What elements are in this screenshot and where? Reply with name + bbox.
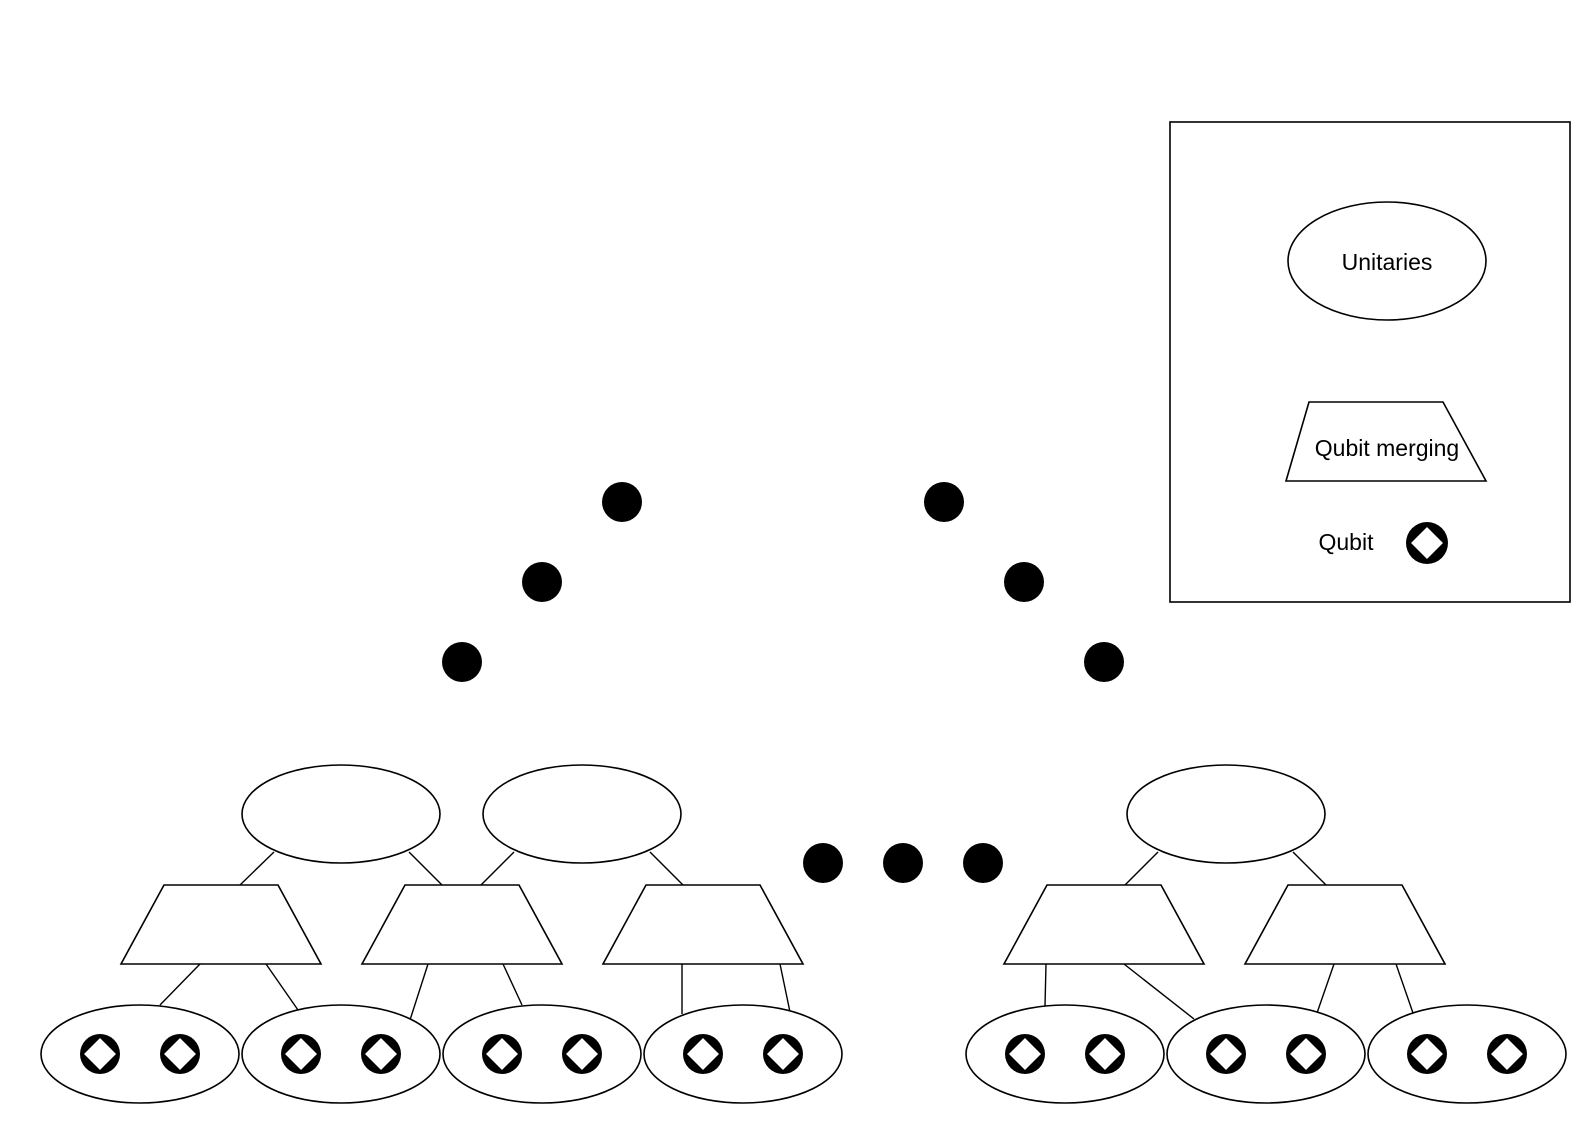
- ellipsis-dot-left-2: [522, 562, 562, 602]
- ellipsis-dot-mid-1: [803, 843, 843, 883]
- leaf-unitary-node: [442, 1004, 642, 1104]
- merging-node: [1002, 884, 1206, 965]
- leaf-unitary-node: [965, 1004, 1165, 1104]
- leaf-unitary-group: [442, 1004, 642, 1104]
- legend-unitaries-label: Unitaries: [1342, 249, 1433, 275]
- leaf-unitary-node: [1367, 1004, 1567, 1104]
- legend-merging-trapezoid: [1284, 401, 1488, 482]
- qubit-icon: [1286, 1034, 1326, 1074]
- leaf-unitary-group: [241, 1004, 441, 1104]
- ellipsis-dots: [442, 482, 1124, 883]
- merging-node: [601, 884, 805, 965]
- qubit-icon: [160, 1034, 200, 1074]
- qubit-icon: [1005, 1034, 1045, 1074]
- qubit-icon: [763, 1034, 803, 1074]
- qubit-icon: [683, 1034, 723, 1074]
- ellipsis-dot-right-3: [1084, 642, 1124, 682]
- ellipsis-dot-right-1: [924, 482, 964, 522]
- leaf-unitary-group: [1367, 1004, 1567, 1104]
- leaf-unitary-node: [241, 1004, 441, 1104]
- leaf-unitary-node: [40, 1004, 240, 1104]
- ellipsis-dot-left-1: [602, 482, 642, 522]
- merging-node: [1243, 884, 1447, 965]
- leaf-unitary-node: [643, 1004, 843, 1104]
- ellipsis-dot-mid-3: [963, 843, 1003, 883]
- unitaries-row: [241, 764, 1326, 864]
- leaf-unitary-group: [40, 1004, 240, 1104]
- qubit-icon: [361, 1034, 401, 1074]
- leaf-unitary-node: [1166, 1004, 1366, 1104]
- merging-row: [119, 884, 1447, 965]
- merging-node: [360, 884, 564, 965]
- qubit-icon: [1206, 1034, 1246, 1074]
- unitary-node: [1126, 764, 1326, 864]
- leaf-unitary-group: [643, 1004, 843, 1104]
- qubit-icon: [1487, 1034, 1527, 1074]
- unitary-node: [482, 764, 682, 864]
- qubit-icon: [562, 1034, 602, 1074]
- ellipsis-dot-mid-2: [883, 843, 923, 883]
- ellipsis-dot-left-3: [442, 642, 482, 682]
- merging-node: [119, 884, 323, 965]
- leaf-unitary-group: [1166, 1004, 1366, 1104]
- legend-unitary-ellipse: [1287, 201, 1487, 321]
- legend: Unitaries Qubit merging Qubit: [1169, 121, 1571, 603]
- legend-qubit-label: Qubit: [1319, 529, 1375, 555]
- qubit-icon: [281, 1034, 321, 1074]
- legend-qubit-icon: [1406, 522, 1448, 564]
- leaf-row: [40, 1004, 1567, 1104]
- qubit-icon: [80, 1034, 120, 1074]
- connections: [159, 851, 1414, 1021]
- qubit-icon: [1407, 1034, 1447, 1074]
- legend-merging-label: Qubit merging: [1315, 435, 1459, 461]
- ellipsis-dot-right-2: [1004, 562, 1044, 602]
- qubit-icon: [1085, 1034, 1125, 1074]
- leaf-unitary-group: [965, 1004, 1165, 1104]
- unitary-node: [241, 764, 441, 864]
- qubit-icon: [482, 1034, 522, 1074]
